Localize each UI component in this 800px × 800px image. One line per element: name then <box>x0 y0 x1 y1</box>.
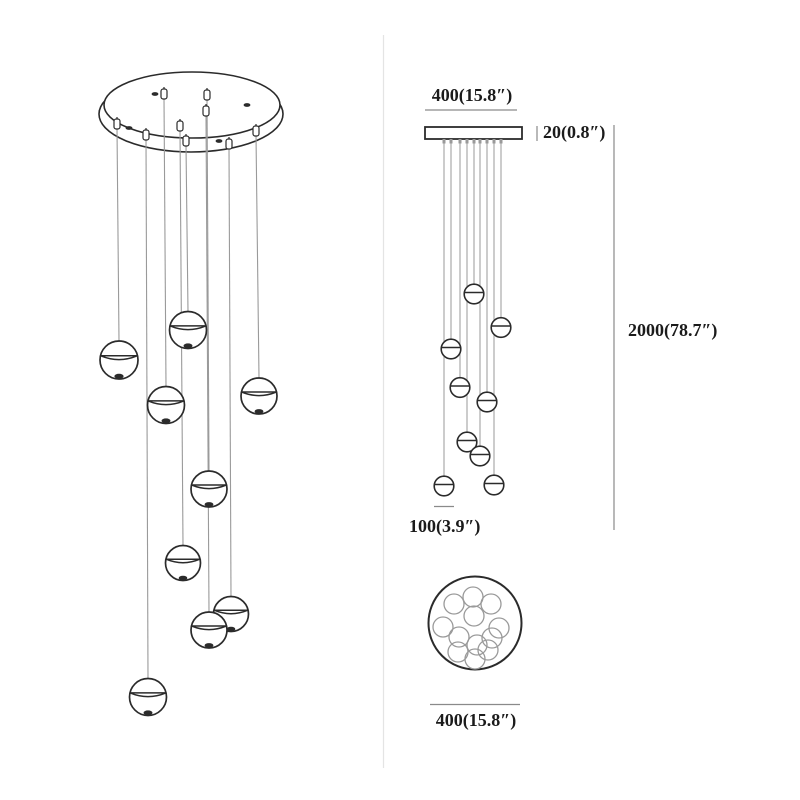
pendant-ball <box>433 475 455 497</box>
canopy-thickness-label: 20(0.8″) <box>543 122 606 142</box>
pendant-ball <box>190 611 228 649</box>
cord-line <box>255 134 260 379</box>
cord-nub <box>499 139 503 144</box>
plan-ball <box>481 627 503 649</box>
cord-line <box>205 114 210 613</box>
cord-grippers <box>113 87 260 150</box>
screw-dot <box>151 92 159 96</box>
perspective-view <box>98 71 284 717</box>
cord-line <box>116 127 120 342</box>
plan-ball <box>464 648 486 670</box>
cord-nub <box>442 139 446 144</box>
pendant-ball <box>476 391 498 413</box>
cord-gripper <box>160 87 168 100</box>
pendant-ball <box>99 340 139 380</box>
cord-line <box>163 97 167 387</box>
cord-gripper <box>225 137 233 150</box>
cord-line <box>185 144 189 313</box>
plan-ball <box>448 626 470 648</box>
pendant-balls-3d <box>99 310 278 717</box>
pendant-ball <box>168 310 208 350</box>
drop-height-label: 2000(78.7″) <box>628 320 718 340</box>
pendant-ball <box>240 377 278 415</box>
pendant-ball <box>190 470 228 508</box>
cord-nub <box>458 139 462 144</box>
cord-gripper <box>203 88 211 101</box>
pendant-ball <box>128 677 168 717</box>
ball-diameter-label: 100(3.9″) <box>409 516 481 536</box>
side-elevation-view <box>424 109 615 530</box>
cord-nub <box>465 139 469 144</box>
cord-nub <box>449 139 453 144</box>
canopy-width-label: 400(15.8″) <box>431 85 513 105</box>
cord-nubs <box>442 139 503 144</box>
cord-line <box>206 98 210 472</box>
plan-ball <box>463 605 485 627</box>
screw-dot <box>243 103 251 107</box>
cord-line <box>228 147 232 598</box>
canopy-top-ellipse <box>103 71 281 139</box>
pendant-ball <box>146 385 186 425</box>
canopy-screws <box>125 92 251 143</box>
pendant-cords-side <box>443 143 502 477</box>
pendant-balls-side <box>433 283 512 497</box>
cord-gripper <box>176 119 184 132</box>
cord-nub <box>478 139 482 144</box>
pendant-ball <box>469 445 491 467</box>
pendant-ball <box>463 283 485 305</box>
plan-balls <box>432 586 510 670</box>
pendant-ball <box>483 474 505 496</box>
cord-line <box>145 138 149 680</box>
cord-gripper <box>113 117 121 130</box>
plan-ball <box>480 593 502 615</box>
base-width-label: 400(15.8″) <box>435 710 517 730</box>
cord-nub <box>472 139 476 144</box>
pendant-ball <box>456 431 478 453</box>
cord-gripper <box>142 128 150 141</box>
cord-gripper <box>252 124 260 137</box>
pendant-ball <box>164 544 202 582</box>
cord-gripper <box>182 134 190 147</box>
plan-ball <box>466 634 488 656</box>
plan-ball <box>432 616 454 638</box>
cord-gripper <box>202 104 210 117</box>
plan-view <box>427 575 523 706</box>
pendant-cords-3d <box>116 97 260 680</box>
screw-dot <box>215 139 223 143</box>
pendant-ball <box>490 316 512 339</box>
cord-nub <box>492 139 496 144</box>
plan-ball <box>443 593 465 615</box>
canopy-3d <box>98 71 284 153</box>
screw-dot <box>125 126 133 130</box>
pendant-ball <box>449 376 471 399</box>
pendant-ball <box>440 338 462 360</box>
canopy-side-rect <box>424 126 523 140</box>
cord-nub <box>485 139 489 144</box>
